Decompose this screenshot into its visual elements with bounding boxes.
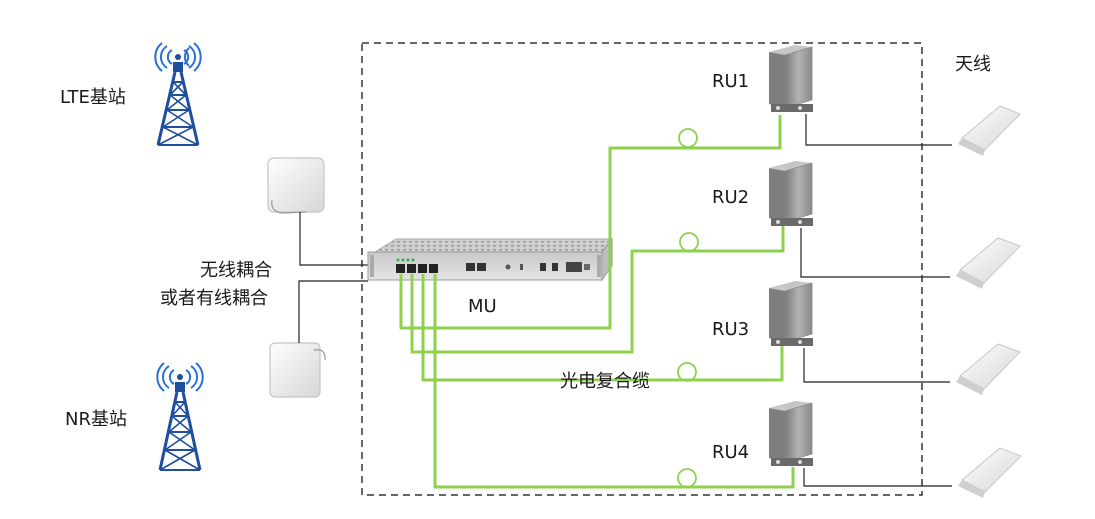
coupling-antenna-top-icon <box>267 157 325 214</box>
nr-station-label: NR基站 <box>65 409 127 430</box>
cable-loop-ru2 <box>679 232 699 252</box>
fiber-ru1 <box>399 115 782 330</box>
lte-station-label: LTE基站 <box>60 87 126 108</box>
dashed-frame <box>361 42 923 496</box>
antenna-label: 天线 <box>955 54 991 75</box>
ru1-unit <box>769 45 813 112</box>
nr-tower-icon <box>156 362 204 471</box>
coupling-label-line2: 或者有线耦合 <box>160 288 268 309</box>
cable-loop-ru4 <box>677 468 697 488</box>
cable-loop-ru1 <box>678 128 698 148</box>
fiber-ru2 <box>410 225 785 354</box>
antenna-1-icon <box>958 105 1021 156</box>
fiber-ru3 <box>421 274 784 382</box>
coupling-antenna-bottom-icon <box>269 342 326 398</box>
ru4-label: RU4 <box>712 442 749 463</box>
lte-tower-icon <box>154 42 202 146</box>
coupling-cable-top <box>299 212 368 266</box>
antenna-cables <box>800 114 952 487</box>
antenna-2-icon <box>956 237 1021 289</box>
cable-label: 光电复合缆 <box>560 371 650 392</box>
antenna-3-icon <box>956 343 1021 395</box>
fiber-ru4 <box>433 274 795 489</box>
ru3-label: RU3 <box>712 319 749 340</box>
coupling-cable-bottom <box>298 280 368 343</box>
mu-label: MU <box>468 296 497 317</box>
cable-loop-ru3 <box>677 362 697 382</box>
ru1-label: RU1 <box>712 71 749 92</box>
ru2-unit <box>769 161 813 226</box>
ru3-unit <box>769 281 813 346</box>
coupling-label-line1: 无线耦合 <box>200 260 272 281</box>
hybrid-cables <box>399 115 795 489</box>
ru4-unit <box>769 401 813 466</box>
ru2-label: RU2 <box>712 187 749 208</box>
antenna-4-icon <box>958 447 1022 498</box>
mu-unit <box>367 237 614 282</box>
